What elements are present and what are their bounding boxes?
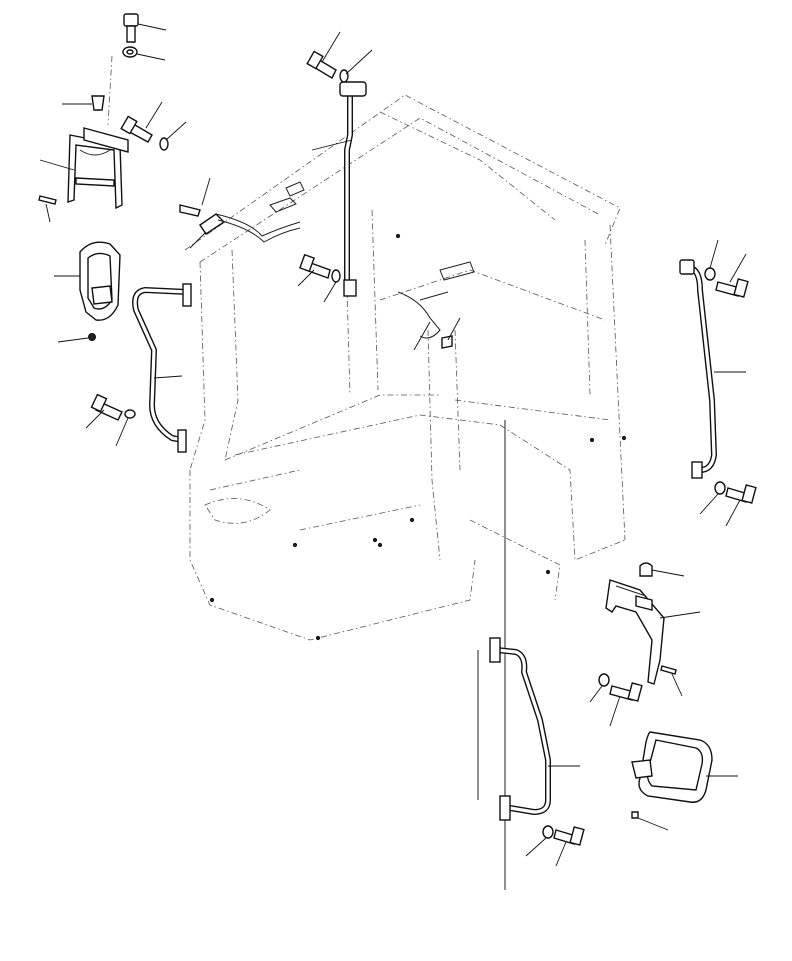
grab-handle-top — [311, 81, 367, 297]
bolt — [120, 101, 163, 143]
bolt — [85, 393, 123, 429]
wiring-harness — [179, 177, 305, 249]
nut — [57, 333, 96, 343]
grab-handle-left — [132, 283, 192, 453]
bolt — [609, 682, 643, 727]
washer — [115, 409, 136, 447]
assembly-line — [107, 55, 113, 126]
nut — [631, 811, 669, 831]
bolt — [715, 253, 749, 298]
grab-handle-right — [679, 259, 746, 479]
pin — [660, 665, 683, 697]
nut — [62, 95, 105, 111]
washer — [699, 481, 726, 515]
bolt — [297, 253, 331, 287]
switch-assembly — [397, 261, 475, 351]
bolt — [725, 484, 757, 527]
cab-frame — [184, 94, 626, 890]
frame-holes — [209, 233, 627, 641]
washer — [525, 825, 554, 857]
nut — [639, 562, 685, 577]
washer — [159, 121, 187, 151]
bolt — [306, 31, 341, 79]
bolt — [553, 826, 585, 867]
washer — [339, 49, 373, 83]
grab-handle-bottom — [489, 637, 580, 821]
washer — [589, 673, 610, 703]
bolt — [123, 13, 167, 43]
right-mirror-bracket — [605, 579, 701, 685]
right-mirror — [631, 731, 738, 803]
washer — [704, 239, 719, 281]
left-mirror-bracket — [39, 127, 129, 210]
pin — [38, 195, 57, 223]
washer — [323, 269, 341, 303]
left-mirror — [54, 241, 121, 321]
washer — [122, 46, 166, 61]
